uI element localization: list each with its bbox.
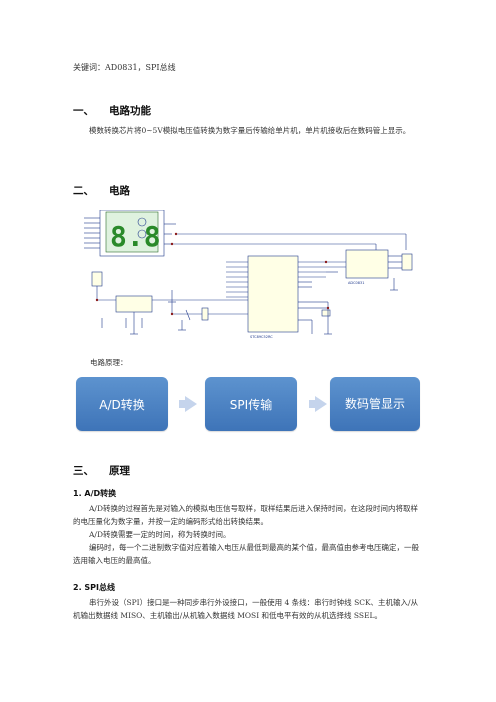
mcu-label: STC89C52RC	[250, 335, 273, 339]
adc-label: ADC0831	[348, 281, 364, 285]
paragraph: A/D转换的过程首先是对输入的模拟电压信号取样，取样结果后进入保持时间，在这段时…	[73, 504, 418, 526]
section-title: 原理	[109, 465, 130, 477]
subsection-spi-body: 串行外设（SPI）接口是一种同步串行外设接口，一般使用 4 条线：串行时钟线 S…	[73, 596, 423, 622]
section-number: 二、	[73, 185, 94, 197]
flow-step-display: 数码管显示	[330, 377, 420, 431]
section-number: 三、	[73, 465, 94, 477]
flow-step-label: SPI传输	[229, 397, 273, 412]
circuit-caption: 电路原理：	[90, 358, 128, 367]
circuit-schematic: 8.8 STC89C52RC ADC0831	[84, 210, 413, 339]
arrow-stem	[179, 400, 185, 408]
subsection-heading-spi: 2. SPI总线	[73, 583, 115, 592]
paragraph: A/D转换需要一定的时间，称为转换时间。	[89, 530, 231, 539]
flow-step-spi: SPI传输	[205, 377, 297, 431]
section-number: 一、	[73, 105, 94, 117]
paragraph: 串行外设（SPI）接口是一种同步串行外设接口，一般使用 4 条线：串行时钟线 S…	[73, 598, 419, 620]
keywords-line: 关键词：AD0831，SPI总线	[73, 63, 176, 72]
arrow-right-icon	[185, 396, 197, 412]
flow-step-ad: A/D转换	[76, 377, 168, 431]
section-heading-function: 一、 电路功能	[73, 103, 151, 118]
section-title: 电路功能	[109, 105, 151, 117]
section-title: 电路	[109, 185, 130, 197]
flow-step-label: 数码管显示	[344, 396, 405, 411]
function-text: 模数转换芯片将0~5V模拟电压值转换为数字量后传输给单片机，单片机接收后在数码管…	[89, 126, 411, 135]
arrow-right-icon	[315, 396, 327, 412]
paragraph: 编码时，每一个二进制数字值对应着输入电压从最低到最高的某个值，最高值由参考电压确…	[73, 543, 419, 565]
arrow-stem	[309, 400, 315, 408]
subsection-heading-ad: 1. A/D转换	[73, 489, 117, 498]
flow-step-label: A/D转换	[99, 397, 145, 412]
section-heading-circuit: 二、 电路	[73, 183, 130, 198]
subsection-ad-body: A/D转换的过程首先是对输入的模拟电压信号取样，取样结果后进入保持时间，在这段时…	[73, 502, 423, 567]
seven-segment-digits: 8.8	[110, 220, 161, 253]
section-heading-principle: 三、 原理	[73, 463, 130, 478]
